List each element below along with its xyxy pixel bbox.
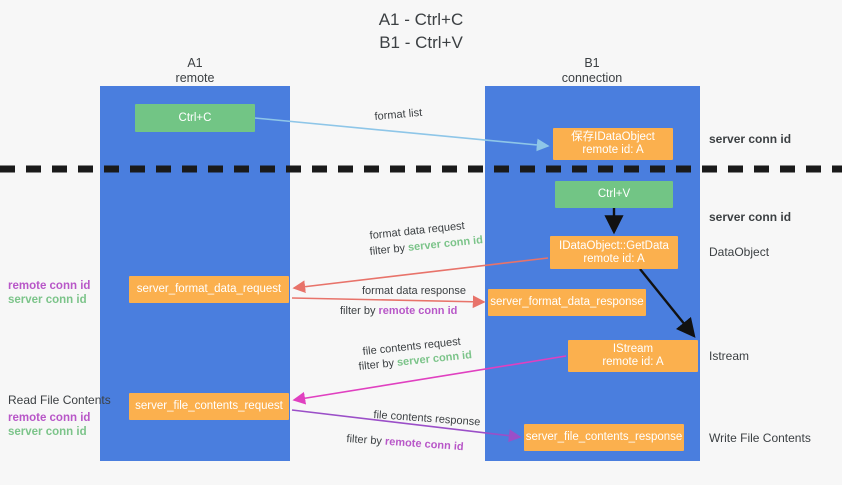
box-ctrl-v[interactable]: Ctrl+V [555, 181, 673, 208]
box-ctrl-c-line1: Ctrl+C [178, 111, 212, 124]
filter-key-remote-conn-id-2: remote conn id [384, 435, 465, 454]
box-ctrl-c[interactable]: Ctrl+C [135, 104, 255, 132]
filter-prefix-4: filter by [346, 432, 386, 448]
left-conn-id-group-1: remote conn id server conn id [8, 279, 90, 307]
box-server-file-contents-response-label: server_file_contents_response [525, 431, 683, 443]
edge-label-format-data-response: format data response [362, 285, 466, 297]
page-title: A1 - Ctrl+C B1 - Ctrl+V [378, 10, 464, 52]
right-label-server-conn-id-top: server conn id [709, 132, 792, 146]
left-label-read-file-contents: Read File Contents [8, 393, 111, 407]
filter-prefix-2: filter by [340, 305, 379, 317]
box-server-file-contents-request[interactable]: server_file_contents_request [129, 393, 289, 420]
box-server-format-data-response[interactable]: server_format_data_response [488, 289, 646, 316]
filter-prefix-1: filter by [369, 241, 409, 258]
box-idataobject-getdata[interactable]: IDataObject::GetData remote id: A [550, 236, 678, 269]
box-server-file-contents-response[interactable]: server_file_contents_response [524, 424, 684, 451]
box-server-format-data-request-label: server_format_data_request [136, 283, 282, 295]
lane-header-b1: B1 connection [561, 56, 623, 85]
left-label-remote-conn-id-1: remote conn id [8, 280, 91, 292]
lane-header-a1: A1 remote [175, 56, 215, 85]
box-istream[interactable]: IStream remote id: A [568, 340, 698, 372]
box-getdata-line1: IDataObject::GetData [559, 239, 669, 252]
left-label-server-conn-id-2: server conn id [8, 426, 87, 438]
right-label-write-file-contents: Write File Contents [709, 431, 811, 445]
filter-prefix-3: filter by [358, 356, 398, 373]
edge-label-file-contents-response: file contents response [373, 408, 481, 429]
box-server-format-data-request[interactable]: server_format_data_request [129, 276, 289, 303]
box-server-file-contents-request-label: server_file_contents_request [135, 400, 283, 412]
edge-label-file-contents-response-filter: filter by remote conn id [346, 432, 464, 455]
right-label-istream: Istream [709, 349, 750, 363]
box-server-format-data-response-label: server_format_data_response [490, 296, 644, 308]
right-label-server-conn-id-mid: server conn id [709, 210, 792, 224]
right-label-dataobject: DataObject [709, 245, 770, 259]
left-label-server-conn-id-1: server conn id [8, 294, 87, 306]
box-ctrl-v-line1: Ctrl+V [597, 188, 631, 200]
box-idataobject-line1: 保存IDataObject [571, 131, 655, 143]
edge-label-format-list: format list [374, 106, 423, 123]
box-istream-line2: remote id: A [602, 356, 664, 368]
box-istream-line1: IStream [612, 343, 654, 355]
box-idataobject[interactable]: 保存IDataObject remote id: A [553, 128, 673, 160]
box-getdata-line2: remote id: A [583, 252, 645, 265]
left-conn-id-group-2: remote conn id server conn id [8, 411, 90, 439]
left-label-remote-conn-id-2: remote conn id [8, 412, 91, 424]
box-idataobject-line2: remote id: A [582, 144, 644, 156]
edge-label-format-data-response-filter: filter by remote conn id [340, 304, 457, 319]
filter-key-remote-conn-id-1: remote conn id [378, 305, 458, 317]
